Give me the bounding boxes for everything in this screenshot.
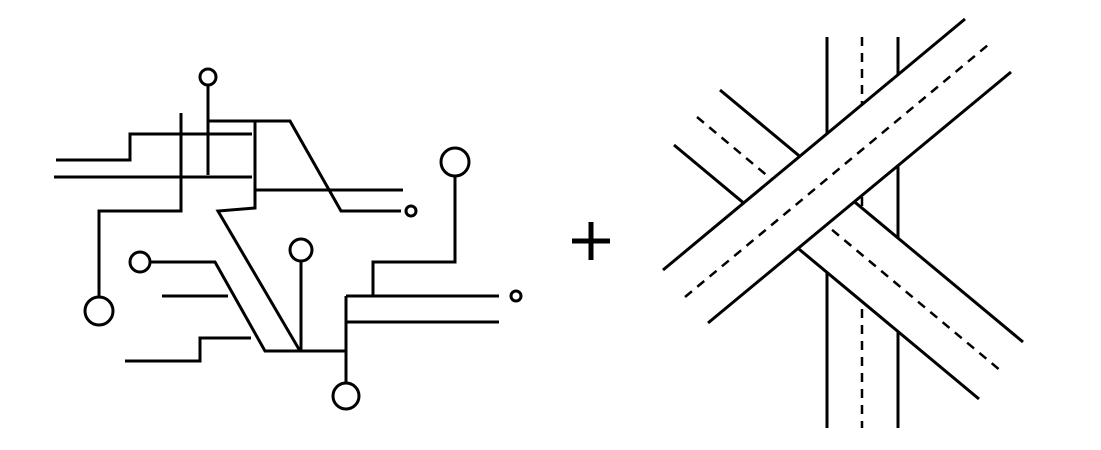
circuit-trace — [215, 121, 302, 352]
circuit-pad — [509, 289, 523, 303]
ascending-road-edge — [662, 17, 966, 272]
descending-road-lane-marking — [696, 116, 1002, 372]
circuit-pad — [128, 250, 152, 274]
circuit-pad — [83, 295, 115, 327]
circuit-trace — [150, 260, 345, 353]
ascending-road-edge — [707, 70, 1012, 325]
ascending-road-lane-marking — [684, 44, 989, 298]
circuit-pad — [198, 67, 218, 87]
circuit-pad — [439, 146, 471, 178]
circuit-trace — [97, 113, 183, 297]
circuit-trace — [125, 336, 251, 363]
descending-road-edge — [719, 88, 1024, 344]
circuit-pad — [404, 204, 418, 218]
circuit-pad — [288, 237, 314, 263]
descending-road-edge — [673, 143, 980, 401]
circuit-pad — [331, 381, 361, 411]
circuit-trace — [208, 119, 401, 213]
highway-interchange-icon — [662, 17, 1024, 428]
circuit-trace — [371, 176, 457, 296]
circuit-trace — [56, 132, 252, 162]
circuit-board-icon — [54, 67, 523, 411]
plus-icon — [572, 222, 610, 260]
